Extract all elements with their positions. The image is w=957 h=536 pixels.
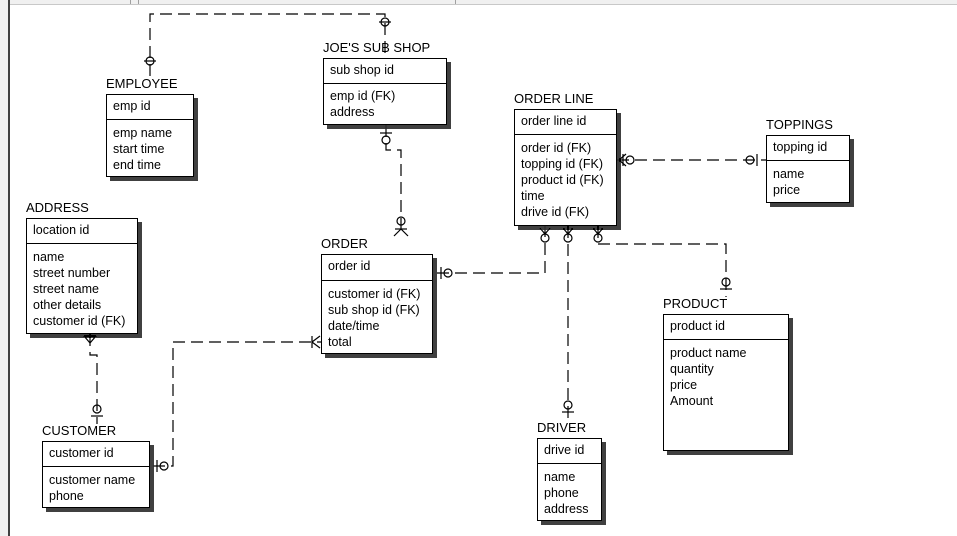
attribute-list: customer name phone xyxy=(42,472,150,504)
attribute-list: name street number street name other det… xyxy=(26,249,138,329)
attribute: other details xyxy=(33,298,102,312)
rel-address-customer xyxy=(89,334,98,424)
entity-title: ADDRESS xyxy=(26,200,89,215)
attribute: name xyxy=(773,167,805,181)
entity-address[interactable]: ADDRESS location id name street number s… xyxy=(26,200,142,338)
primary-key: location id xyxy=(26,218,138,244)
primary-key: topping id xyxy=(766,135,850,161)
entity-box xyxy=(321,254,433,354)
attribute: sub shop id (FK) xyxy=(328,303,420,317)
attribute: quantity xyxy=(670,362,714,376)
attribute: price xyxy=(773,183,801,197)
attribute: customer id (FK) xyxy=(33,314,126,328)
attribute-list: emp id (FK) address xyxy=(323,88,447,120)
primary-key: drive id xyxy=(537,438,602,464)
attribute: address xyxy=(330,105,375,119)
entity-box xyxy=(537,438,602,521)
attribute: drive id (FK) xyxy=(521,205,590,219)
entity-box xyxy=(323,58,447,125)
primary-key: product id xyxy=(663,314,789,340)
primary-key: order line id xyxy=(514,109,617,135)
entity-title: TOPPINGS xyxy=(766,117,833,132)
entity-title: ORDER LINE xyxy=(514,91,594,106)
entity-driver[interactable]: DRIVER drive id name phone address xyxy=(537,420,606,525)
entity-box xyxy=(42,441,150,508)
entity-product[interactable]: PRODUCT product id product name quantity… xyxy=(663,296,793,455)
attribute-list: emp name start time end time xyxy=(106,125,194,173)
attribute-list: name price xyxy=(766,166,850,198)
attribute: emp id (FK) xyxy=(330,89,396,103)
attribute: product name xyxy=(670,346,747,360)
attribute: phone xyxy=(49,489,84,503)
attribute-list: product name quantity price Amount xyxy=(663,345,789,409)
entity-box xyxy=(663,314,789,451)
horizontal-ruler xyxy=(10,0,957,5)
entity-title: ORDER xyxy=(321,236,368,251)
entity-joes-sub-shop[interactable]: JOE'S SUB SHOP sub shop id emp id (FK) a… xyxy=(323,40,451,129)
attribute: order id (FK) xyxy=(521,141,592,155)
attribute: time xyxy=(521,189,545,203)
entity-title: CUSTOMER xyxy=(42,423,117,438)
entity-title: DRIVER xyxy=(537,420,587,435)
attribute: start time xyxy=(113,142,165,156)
attribute-list: order id (FK) topping id (FK) product id… xyxy=(514,140,617,220)
primary-key: customer id xyxy=(42,441,150,467)
rel-subshop-order xyxy=(385,125,402,235)
rel-customer-order xyxy=(153,341,323,467)
attribute: customer name xyxy=(49,473,136,487)
attribute: customer id (FK) xyxy=(328,287,421,301)
entity-toppings[interactable]: TOPPINGS topping id name price xyxy=(766,117,854,207)
attribute: phone xyxy=(544,486,579,500)
rel-orderline-product xyxy=(597,226,727,297)
entity-title: EMPLOYEE xyxy=(106,76,178,91)
attribute: emp name xyxy=(113,126,173,140)
entity-order[interactable]: ORDER order id customer id (FK) sub shop… xyxy=(321,236,437,358)
attribute-list: customer id (FK) sub shop id (FK) date/t… xyxy=(321,286,433,350)
primary-key: emp id xyxy=(106,94,194,120)
attribute: street name xyxy=(33,282,100,296)
entity-box xyxy=(26,218,138,334)
rel-order-orderline xyxy=(437,226,546,274)
vertical-ruler xyxy=(0,0,10,536)
entity-box xyxy=(766,135,850,203)
attribute: address xyxy=(544,502,589,516)
attribute: Amount xyxy=(670,394,714,408)
attribute: topping id (FK) xyxy=(521,157,603,171)
entity-customer[interactable]: CUSTOMER customer id customer name phone xyxy=(42,423,154,512)
primary-key: sub shop id xyxy=(323,58,447,84)
entity-title: PRODUCT xyxy=(663,296,728,311)
attribute: product id (FK) xyxy=(521,173,604,187)
attribute: name xyxy=(544,470,576,484)
attribute-list: name phone address xyxy=(537,469,602,517)
entity-title: JOE'S SUB SHOP xyxy=(323,40,431,55)
primary-key: order id xyxy=(321,254,433,281)
attribute: date/time xyxy=(328,319,380,333)
entity-employee[interactable]: EMPLOYEE emp id emp name start time end … xyxy=(106,76,198,181)
attribute: street number xyxy=(33,266,111,280)
attribute: name xyxy=(33,250,65,264)
entity-box xyxy=(514,109,617,226)
entity-order-line[interactable]: ORDER LINE order line id order id (FK) t… xyxy=(514,91,621,230)
attribute: price xyxy=(670,378,698,392)
entity-box xyxy=(106,94,194,177)
attribute: total xyxy=(328,335,352,349)
attribute: end time xyxy=(113,158,161,172)
